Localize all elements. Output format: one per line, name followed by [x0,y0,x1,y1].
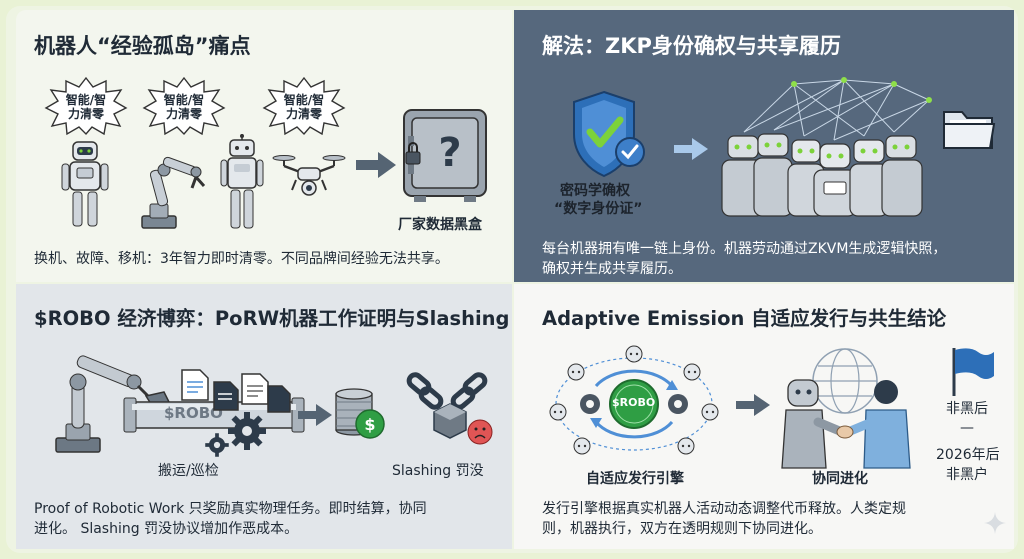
folder-icon [943,111,996,149]
gear-icon [228,412,266,450]
year-label-2: 非黑户 [946,467,988,483]
robot-arm-icon [141,156,206,229]
humanoid-robot-icon [61,141,109,227]
document-icon [213,381,239,411]
locked-safe-icon: ? [403,109,487,202]
robot-group-icon [721,77,932,217]
burst-icon [142,76,226,136]
year-label: 2026年后 [936,447,1000,463]
panel1-caption: 换机、故障、移机：3年智力即时清零。不同品牌间经验无法共享。 [34,251,449,267]
panel-adaptive-emission: Adaptive Emission 自适应发行与共生结论 [514,284,1014,549]
flag-label: 非黑后 [946,401,988,417]
pipe-label: $ROBO [164,404,223,422]
dash-label: — [960,420,974,436]
flag-icon [952,348,994,396]
panel3-caption-line2: 进化。 Slashing 罚没协议增加作恶成本。 [34,521,299,537]
document-icon [267,385,291,413]
sparkle-icon [984,512,1006,534]
drone-icon [272,155,346,196]
emission-engine-icon [549,345,719,455]
svg-text:?: ? [438,130,461,176]
panel4-caption-line2: 则，机器执行，双方在透明规则下协同进化。 [542,521,822,537]
panel-robo-economics: $ROBO 经济博弈：PoRW机器工作证明与Slashing $ROBO [16,284,512,549]
robot-arm-icon [55,355,171,453]
panel4-title: Adaptive Emission 自适应发行与共生结论 [542,307,947,330]
panel1-title: 机器人“经验孤岛”痛点 [34,34,251,58]
burst-icon [44,76,128,136]
burst-label-2: 智能/智力清零 [163,93,205,121]
infographic-frame: 机器人“经验孤岛”痛点 智能/智力清零 智能/智力清零 智能/智力清零 [6,6,1018,553]
panel3-caption-line1: Proof of Robotic Work 只奖励真实物理任务。即时结算，协同 [34,501,427,517]
coop-label: 协同进化 [812,471,868,487]
arrow-right-icon [298,404,332,426]
shield-check-icon [573,90,645,178]
coin-stack-icon: $ [335,388,385,439]
document-icon [181,369,209,401]
arrow-right-icon [736,394,770,416]
broken-chain-icon [406,372,493,445]
center-coin-label: $ROBO [612,396,656,409]
right-label: Slashing 罚没 [392,463,484,479]
panel-robot-experience-island: 机器人“经验孤岛”痛点 智能/智力清零 智能/智力清零 智能/智力清零 [16,10,512,282]
panel2-title: 解法：ZKP身份确权与共享履历 [542,34,841,58]
burst-label-1: 智能/智力清零 [65,93,107,121]
burst-label-3: 智能/智力清零 [283,93,325,121]
left-label: 搬运/巡检 [158,463,219,479]
panel2-caption-line1: 每台机器拥有唯一链上身份。机器劳动通过ZKVM生成逻辑快照， [542,241,947,257]
arrow-right-icon [674,138,708,160]
svg-text:$: $ [364,415,375,434]
box-label: 厂家数据黑盒 [398,217,482,233]
engine-label: 自适应发行引擎 [586,471,684,487]
panel3-title: $ROBO 经济博弈：PoRW机器工作证明与Slashing [34,307,510,330]
service-robot-icon [220,134,264,229]
panel4-caption-line1: 发行引擎根据真实机器人活动动态调整代币释放。人类定规 [542,501,906,517]
panel2-caption-line2: 确权并生成共享履历。 [542,261,682,277]
shield-label-1: 密码学确权 [560,183,630,199]
burst-icon [262,76,346,136]
handshake-icon [781,379,911,469]
panel-zkp-identity: 解法：ZKP身份确权与共享履历 密码学确权 “数字身份证” [514,10,1014,282]
gear-icon [205,433,229,457]
arrow-right-icon [356,152,396,178]
shield-label-2: “数字身份证” [554,201,643,217]
